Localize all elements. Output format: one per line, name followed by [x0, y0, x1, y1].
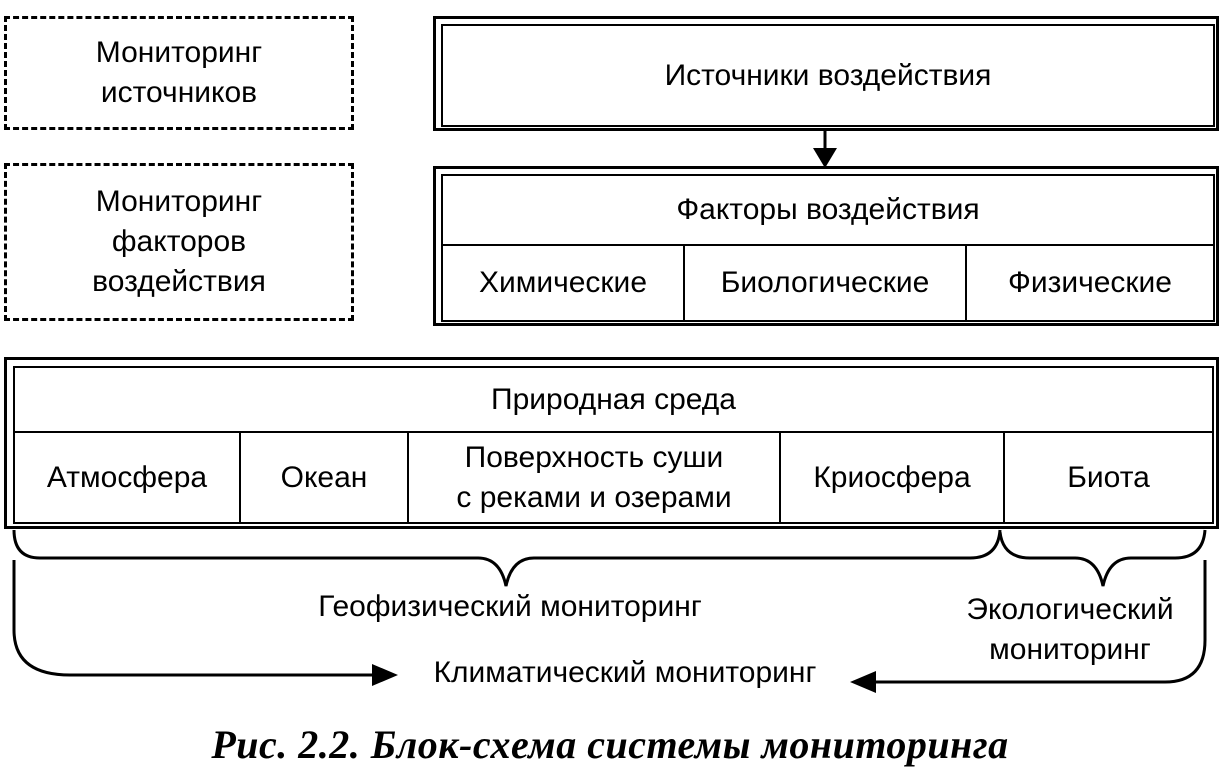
environment-inner: Природная среда Атмосфера Океан Поверхно… — [13, 366, 1214, 524]
climatic-monitoring-label: Климатический мониторинг — [433, 656, 817, 689]
geophysical-brace — [12, 529, 1002, 587]
factors-box: Факторы воздействия Химические Биологиче… — [433, 166, 1219, 326]
sources-label: Источники воздействия — [664, 58, 992, 92]
env-ocean-label: Океан — [280, 460, 368, 494]
env-land-surface: Поверхность суши с реками и озерами — [409, 433, 781, 522]
factor-physical: Физические — [967, 246, 1213, 320]
env-biota: Биота — [1005, 433, 1212, 522]
environment-box: Природная среда Атмосфера Океан Поверхно… — [4, 357, 1219, 529]
figure-caption: Рис. 2.2. Блок-схема системы мониторинга — [211, 721, 1009, 767]
environment-row: Атмосфера Океан Поверхность суши с рекам… — [15, 433, 1212, 522]
factor-physical-label: Физические — [1008, 266, 1172, 299]
factor-biological: Биологические — [685, 246, 967, 320]
factors-title-cell: Факторы воздействия — [443, 176, 1213, 246]
factor-chemical-label: Химические — [478, 266, 648, 299]
climatic-arrow-left — [12, 560, 380, 677]
env-ocean: Океан — [241, 433, 409, 522]
environment-title: Природная среда — [491, 382, 736, 416]
factors-row: Химические Биологические Физические — [443, 246, 1213, 320]
arrow-sources-to-factors — [813, 131, 837, 168]
env-atmosphere: Атмосфера — [15, 433, 241, 522]
sources-inner: Источники воздействия — [441, 24, 1215, 127]
monitoring-factors-label: Мониторинг факторов воздействия — [92, 185, 266, 298]
factor-chemical: Химические — [443, 246, 685, 320]
ecological-brace — [998, 529, 1207, 587]
env-atmosphere-label: Атмосфера — [46, 460, 208, 494]
monitoring-sources-box: Мониторинг источников — [4, 16, 354, 130]
sources-box: Источники воздействия — [433, 16, 1219, 131]
climatic-arrow-right — [870, 560, 1207, 684]
factor-biological-label: Биологические — [720, 266, 930, 299]
environment-title-cell: Природная среда — [15, 368, 1212, 433]
factors-inner: Факторы воздействия Химические Биологиче… — [441, 174, 1215, 322]
ecological-monitoring-label: Экологический мониторинг — [966, 593, 1174, 666]
env-cryosphere-label: Криосфера — [813, 460, 971, 494]
env-biota-label: Биота — [1067, 460, 1150, 494]
factors-title: Факторы воздействия — [676, 193, 980, 226]
monitoring-factors-box: Мониторинг факторов воздействия — [4, 163, 354, 321]
env-cryosphere: Криосфера — [781, 433, 1005, 522]
env-land-surface-label: Поверхность суши с реками и озерами — [456, 440, 732, 514]
monitoring-sources-label: Мониторинг источников — [95, 36, 263, 109]
geophysical-monitoring-label: Геофизический мониторинг — [318, 590, 702, 623]
